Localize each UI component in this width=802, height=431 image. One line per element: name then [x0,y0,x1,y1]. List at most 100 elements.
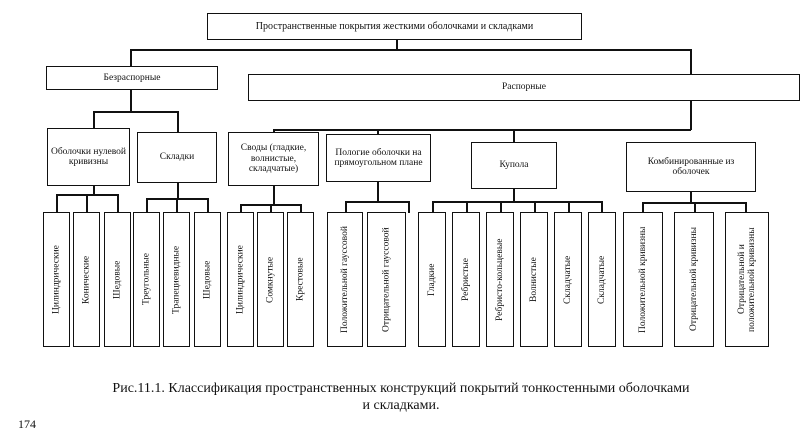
connector [690,100,692,130]
connector [177,111,179,132]
connector [745,202,747,213]
connector [500,201,502,213]
connector [130,49,132,66]
connector [694,202,696,213]
leaf-label: Ребристые [461,258,471,302]
leaf-negative-curvature: Отрицательной кривизны [674,212,714,347]
leaf-label: Складчатые [563,255,573,304]
node-non-thrust: Безраспорные [46,66,218,90]
leaf-shed-fold: Шедовые [194,212,221,347]
leaf-wavy-dome: Волнистые [520,212,548,347]
connector [690,191,692,203]
root-node: Пространственные покрытия жесткими оболо… [207,13,582,40]
leaf-label: Волнистые [529,257,539,302]
connector [642,202,644,213]
leaf-cylindrical-shell: Цилиндрические [43,212,70,347]
connector [534,201,536,213]
connector [568,201,570,213]
leaf-label: Цилиндрические [235,245,246,314]
connector [690,49,692,74]
non-thrust-label: Безраспорные [103,72,161,83]
leaf-label: Отрицательной гауссовой [381,227,392,332]
leaf-triangular-fold: Треугольные [133,212,160,347]
leaf-shed-shell: Шедовые [104,212,131,347]
connector [86,194,88,213]
leaf-label: Складчатые [597,255,607,304]
connector [93,111,95,128]
connector [273,129,691,131]
vaults-label: Своды (гладкие, волнистые, складчатые) [240,143,307,175]
connector [300,204,302,213]
leaf-label: Положительной кривизны [638,226,648,333]
caption-line-1: Рис.11.1. Классификация пространственных… [112,381,690,396]
connector [513,129,515,142]
leaf-conical-shell: Конические [73,212,100,347]
connector [273,129,275,133]
zero-curvature-label: Оболочки нулевой кривизны [50,146,127,168]
leaf-label: Сомкнутые [265,256,276,303]
connector [176,198,178,213]
leaf-label: Шедовые [202,260,213,299]
leaf-smooth-dome: Гладкие [418,212,446,347]
leaf-cylindrical-vault: Цилиндрические [227,212,254,347]
leaf-label: Крестовые [295,257,306,302]
page-number: 174 [18,417,36,431]
leaf-label: Отрицательной кривизны [689,227,699,332]
domes-label: Купола [499,160,529,171]
leaf-label: Треугольные [141,253,152,306]
thrust-label: Распорные [502,82,546,93]
leaf-label: Цилиндрические [51,245,62,314]
connector [396,39,398,50]
connector [377,181,379,202]
node-domes: Купола [471,142,557,189]
connector [130,49,690,51]
leaf-label: Трапециевидные [171,245,182,314]
connector [601,201,603,213]
connector [432,201,602,203]
leaf-positive-gaussian: Положительной гауссовой [327,212,363,347]
combined-label: Комбинированные из оболочек [647,156,735,178]
connector [270,204,272,213]
connector [93,185,95,195]
leaf-negative-gaussian: Отрицательной гауссовой [367,212,406,347]
leaf-cross-vault: Крестовые [287,212,314,347]
leaf-label: Отрицательной и положительной кривизны [737,227,757,332]
node-folds: Складки [137,132,217,183]
leaf-folded-dome: Складчатые [554,212,582,347]
connector [117,194,119,213]
connector [130,89,132,112]
connector [93,111,178,113]
folds-label: Складки [159,152,195,163]
connector [513,188,515,202]
leaf-ribbed-dome: Ребристые [452,212,480,347]
leaf-positive-curvature: Положительной кривизны [623,212,663,347]
leaf-label: Ребристо-кольцевые [495,238,505,321]
leaf-trapezoidal-fold: Трапециевидные [163,212,190,347]
root-label: Пространственные покрытия жесткими оболо… [255,21,534,32]
shallow-shells-label: Пологие оболочки на прямоугольном плане [334,147,423,169]
leaf-ribbed-ring-dome: Ребристо-кольцевые [486,212,514,347]
connector [273,185,275,205]
node-vaults: Своды (гладкие, волнистые, складчатые) [228,132,319,186]
connector [146,198,148,213]
connector [345,201,347,213]
connector [377,129,379,135]
leaf-label: Гладкие [427,263,437,296]
node-zero-curvature: Оболочки нулевой кривизны [47,128,130,186]
connector [207,198,209,213]
caption-line-2: и складками. [362,398,440,413]
connector [432,201,434,213]
connector [177,182,179,199]
connector [56,194,58,213]
figure-caption: Рис.11.1. Классификация пространственных… [0,380,802,414]
leaf-folded-dome-2: Складчатые [588,212,616,347]
leaf-negative-positive-curvature: Отрицательной и положительной кривизны [725,212,769,347]
connector [466,201,468,213]
leaf-label: Конические [81,255,92,304]
leaf-label: Шедовые [112,260,123,299]
connector [408,201,410,213]
node-shallow-shells: Пологие оболочки на прямоугольном плане [326,134,431,182]
connector [345,201,409,203]
leaf-label: Положительной гауссовой [340,226,350,333]
